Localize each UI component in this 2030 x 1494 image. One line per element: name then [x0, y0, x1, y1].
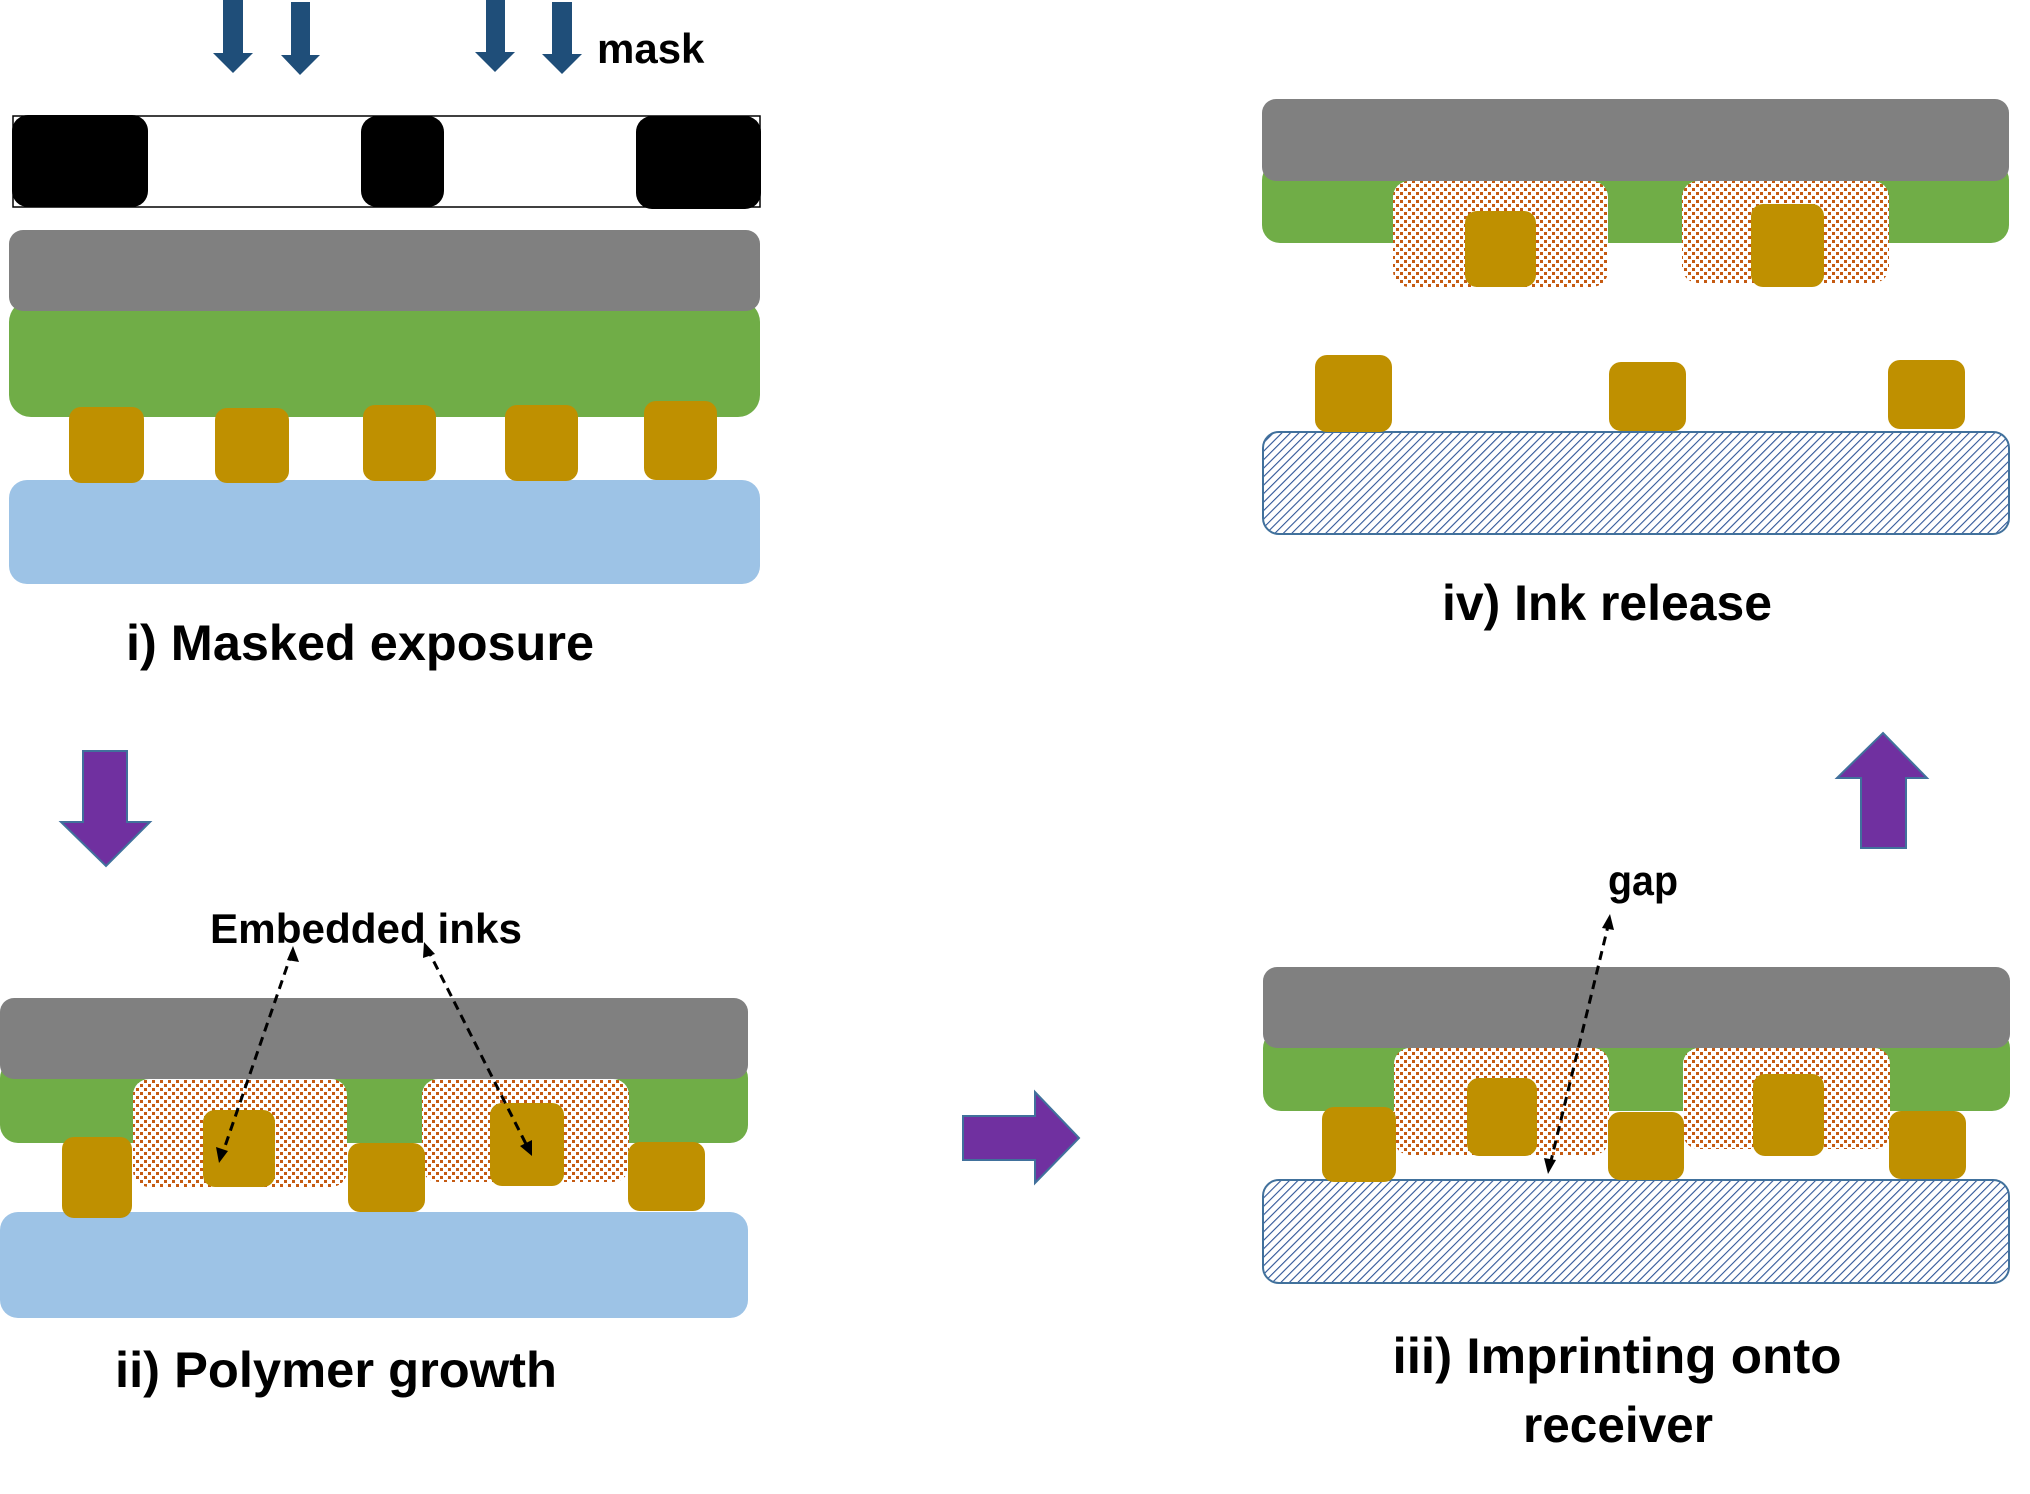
panel-iv-ink-release: iv) Ink release [1262, 99, 2010, 631]
released-ink-pillar [1315, 355, 1392, 432]
dashed-pointer [425, 947, 530, 1149]
down-arrow-icon [213, 0, 253, 73]
polymer-layer [9, 300, 760, 417]
gap-pointer [1548, 921, 1611, 1166]
ink-pillar [505, 405, 578, 481]
down-arrow-icon [542, 2, 582, 74]
mask-label: mask [597, 25, 705, 72]
embedded-ink-pillar [1753, 1074, 1824, 1156]
ink-pillar [62, 1137, 132, 1218]
stamp-layer [9, 230, 760, 311]
mask-opaque-block [636, 116, 761, 209]
photomask [12, 115, 761, 209]
ink-pillar [215, 408, 289, 483]
ink-pillar [1608, 1112, 1684, 1180]
ink-pillar [69, 407, 144, 483]
arrowhead-icon [1602, 914, 1614, 930]
released-ink-pillars [1315, 355, 1965, 432]
embedded-inks-label: Embedded inks [210, 905, 522, 952]
receiver-substrate [1262, 431, 2010, 535]
donor-substrate [0, 1212, 748, 1318]
uv-light-arrows [213, 0, 582, 75]
donor-substrate [9, 480, 760, 584]
panel-iv-title: iv) Ink release [1442, 575, 1772, 631]
panel-i-title: i) Masked exposure [126, 615, 594, 671]
panel-ii-title: ii) Polymer growth [115, 1342, 557, 1398]
panel-i-masked-exposure: mask i) Masked exposure [9, 0, 761, 671]
arrowhead-icon [216, 1147, 228, 1163]
retained-ink-pillar [1751, 204, 1824, 287]
ink-pillar [348, 1143, 425, 1212]
flow-arrow-up-icon [1834, 731, 1930, 849]
retained-ink-pillar [1465, 211, 1536, 287]
dashed-pointer [220, 951, 294, 1156]
mask-opaque-block [361, 116, 444, 207]
receiver-substrate [1262, 1179, 2010, 1284]
flow-arrow-right-icon [962, 1089, 1081, 1186]
down-arrow-icon [281, 2, 320, 75]
ink-pillars [1322, 1074, 1966, 1182]
panel-iii-title-line2: receiver [1523, 1397, 1713, 1453]
flow-arrow-down-icon [58, 750, 153, 868]
ink-pillar [628, 1142, 705, 1211]
ink-pillar [363, 405, 436, 481]
released-ink-pillar [1888, 360, 1965, 429]
arrowhead-icon [423, 942, 435, 958]
panel-iii-imprinting: gap iii) Imprinting onto receiver [1262, 857, 2010, 1453]
embedded-ink-pillar [1467, 1078, 1537, 1156]
embedded-ink-pillar [203, 1110, 275, 1187]
arrowhead-icon [520, 1140, 532, 1156]
gap-label: gap [1608, 857, 1678, 904]
mask-opaque-block [12, 115, 148, 207]
embedded-inks-pointers [220, 947, 530, 1156]
ink-pillar [644, 401, 717, 480]
down-arrow-icon [475, 0, 515, 72]
panel-iii-title-line1: iii) Imprinting onto [1393, 1328, 1842, 1384]
ink-pillar [1322, 1107, 1396, 1182]
panel-ii-polymer-growth: Embedded inks ii) Polymer growth [0, 905, 748, 1398]
stamp-layer [0, 998, 748, 1079]
stamp-layer [1263, 967, 2010, 1048]
arrowhead-icon [1544, 1158, 1556, 1174]
ink-pillars [69, 401, 717, 483]
ink-pillar [1889, 1111, 1966, 1179]
stamp-layer [1262, 99, 2009, 181]
released-ink-pillar [1609, 362, 1686, 431]
arrowhead-icon [287, 946, 299, 962]
